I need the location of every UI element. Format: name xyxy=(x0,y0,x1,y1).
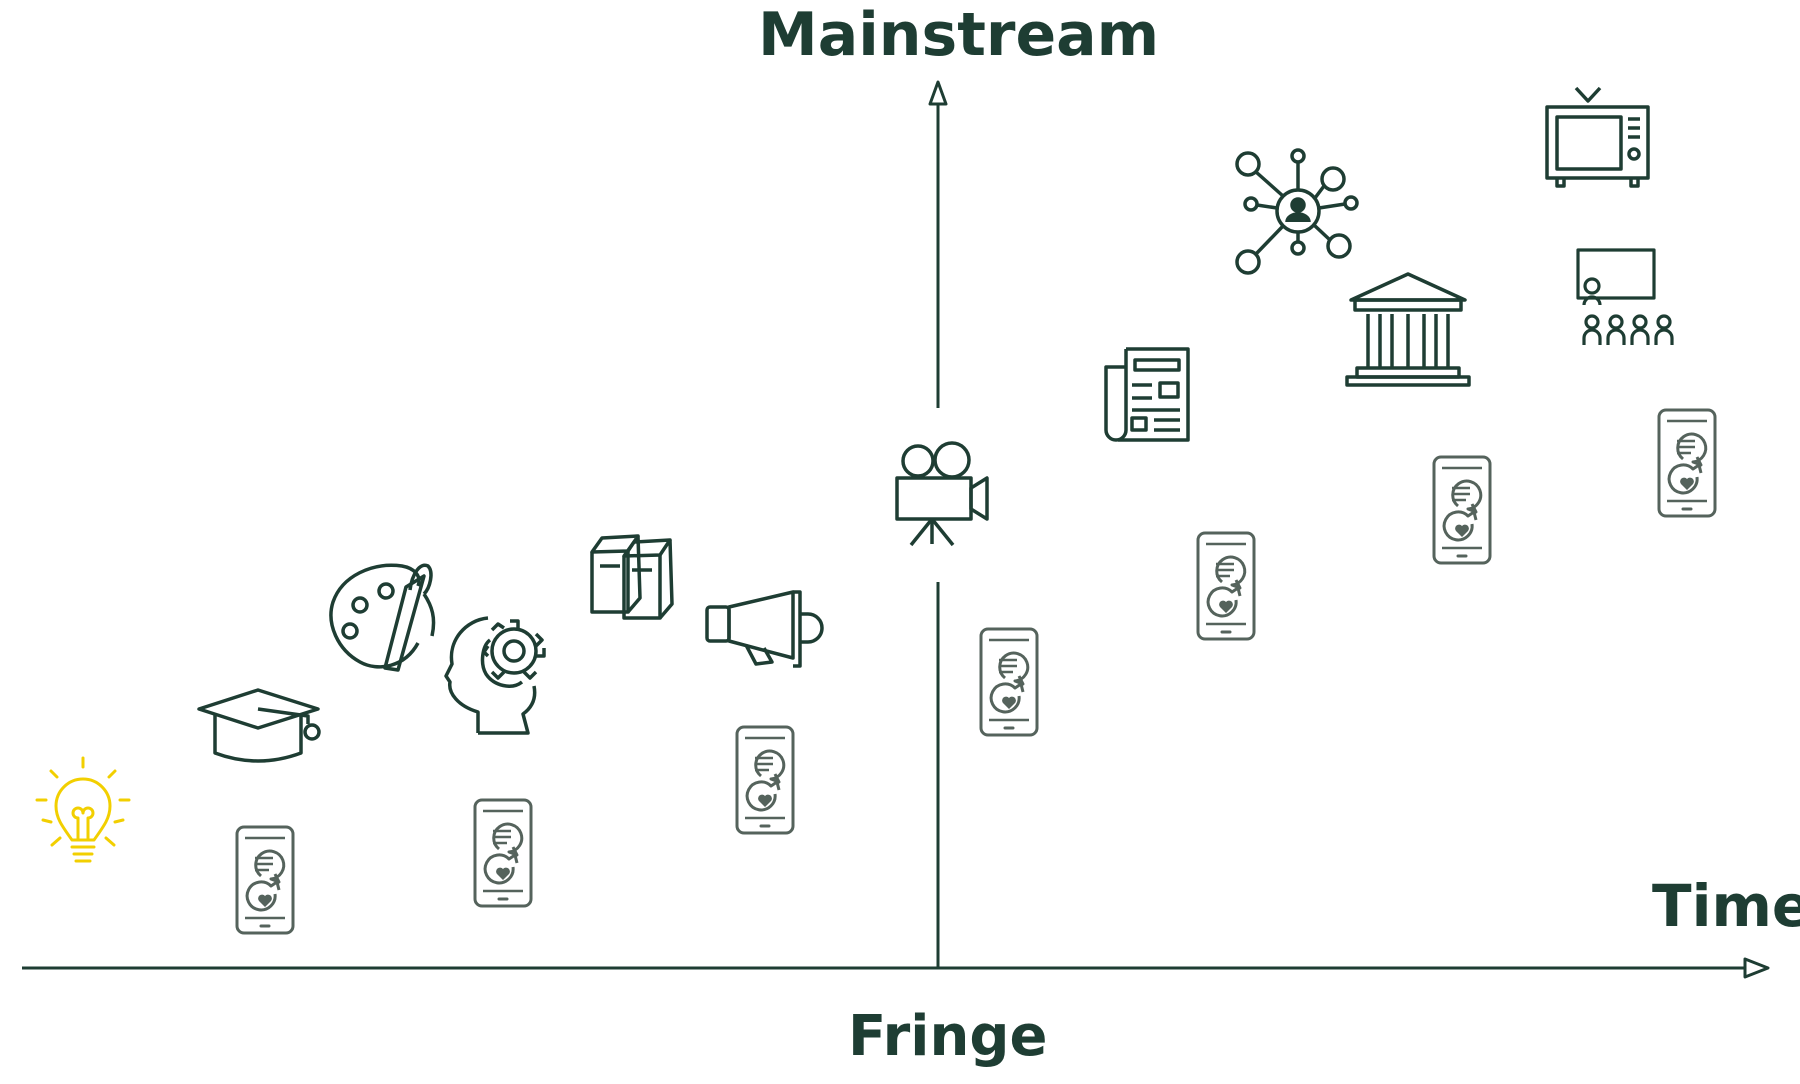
film-camera-icon xyxy=(895,441,989,547)
time-axis-label: Time xyxy=(1652,872,1800,940)
social-phone-icon xyxy=(735,725,795,835)
head-gears-icon xyxy=(444,616,546,735)
graduation-cap-icon xyxy=(197,688,321,763)
social-phone-icon xyxy=(979,627,1039,737)
social-phone-icon xyxy=(235,825,295,935)
time-axis-arrow-icon xyxy=(1743,957,1770,979)
megaphone-icon xyxy=(705,590,824,668)
newspaper-icon xyxy=(1104,347,1190,442)
social-phone-icon xyxy=(1196,531,1256,641)
books-icon xyxy=(590,534,674,620)
government-building-icon xyxy=(1345,272,1471,387)
lightbulb-icon xyxy=(35,756,131,863)
social-phone-icon xyxy=(473,798,533,908)
fringe-label: Fringe xyxy=(848,1004,1048,1069)
classroom-icon xyxy=(1576,248,1674,345)
vertical-axis-arrow-icon xyxy=(928,80,948,106)
mainstream-label: Mainstream xyxy=(758,0,1160,70)
social-phone-icon xyxy=(1432,455,1492,565)
social-phone-icon xyxy=(1657,408,1717,518)
network-icon xyxy=(1235,148,1359,275)
art-palette-icon xyxy=(329,563,436,672)
television-icon xyxy=(1545,86,1650,188)
